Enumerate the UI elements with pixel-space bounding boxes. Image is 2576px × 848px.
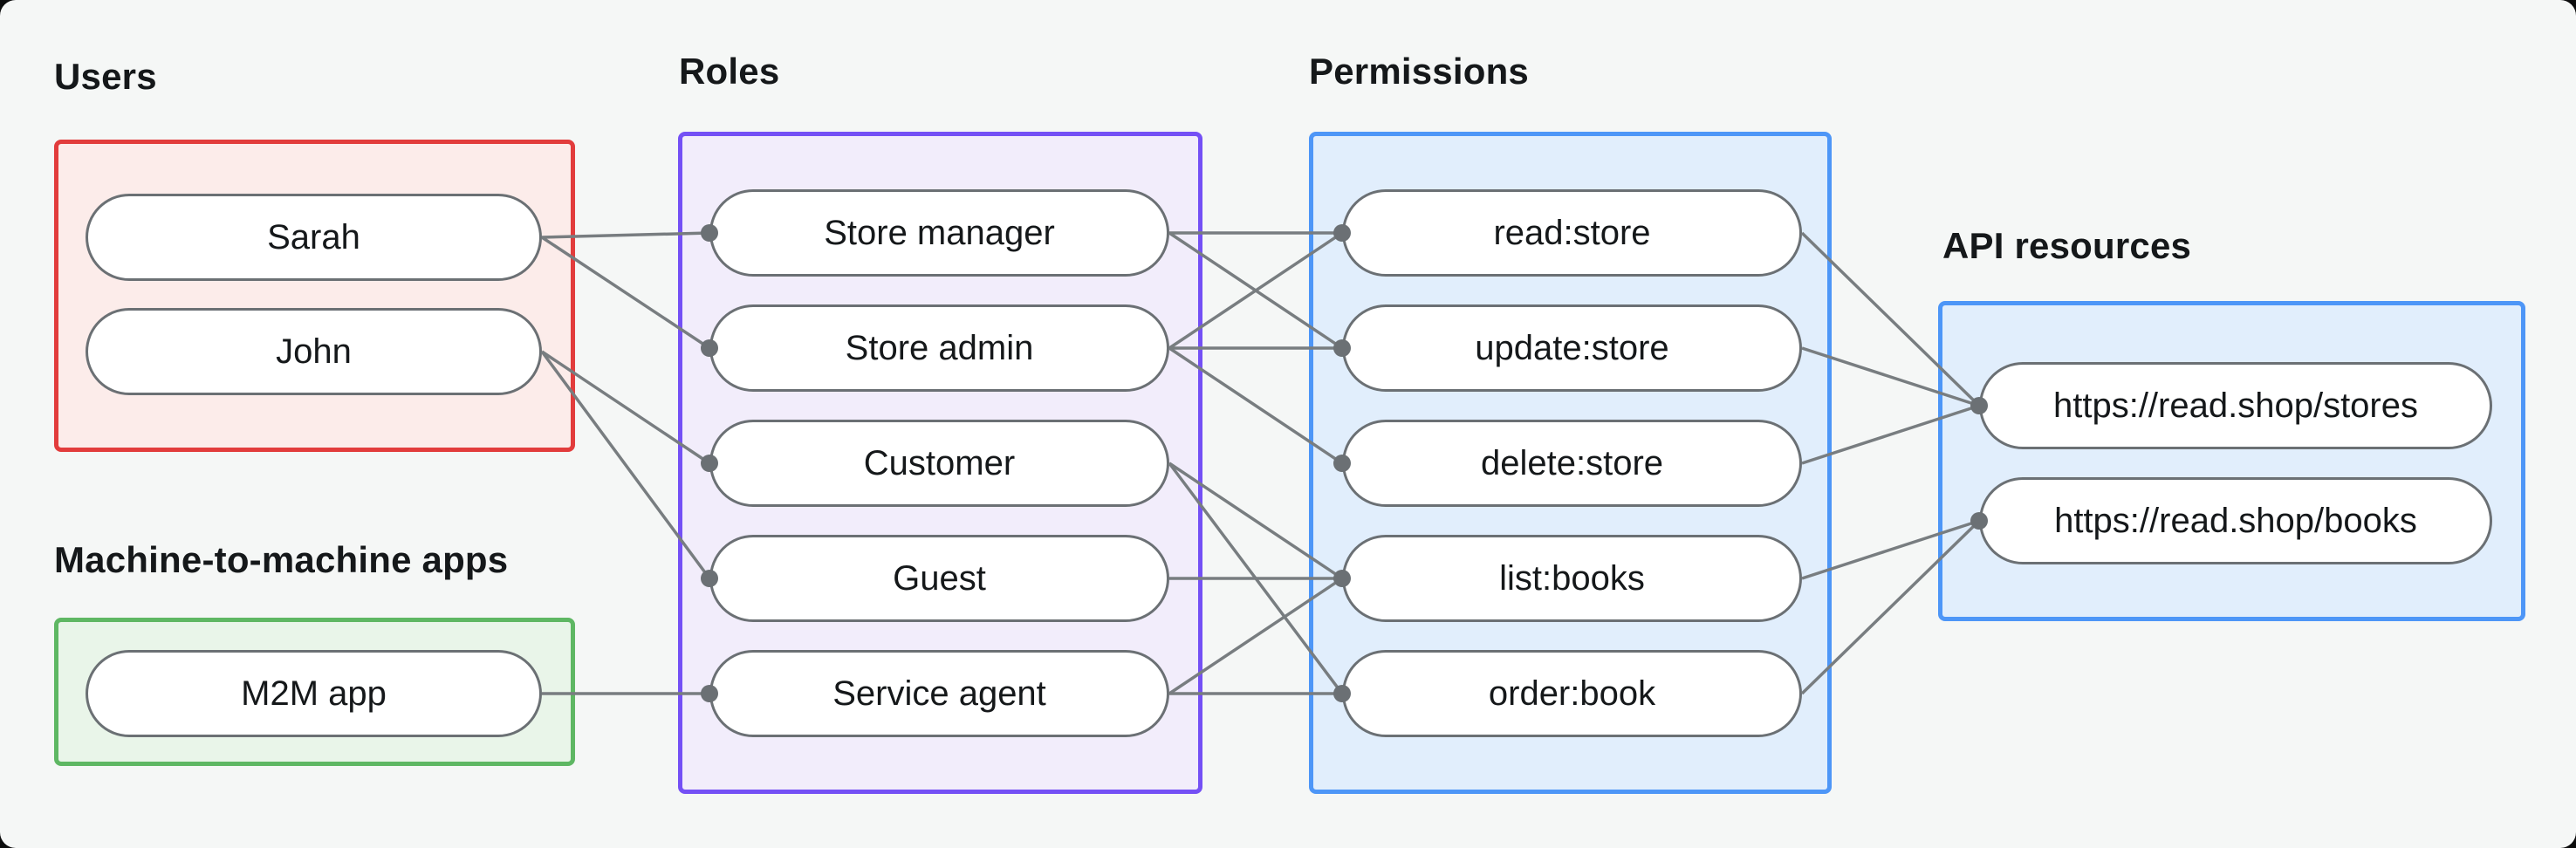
permission-node-read-store: read:store: [1342, 189, 1802, 277]
permission-node-delete-store: delete:store: [1342, 420, 1802, 507]
roles-group-label: Roles: [679, 51, 780, 92]
api-node-read-shop-books: https://read.shop/books: [1979, 477, 2492, 564]
user-node-sarah: Sarah: [86, 194, 542, 281]
user-node-john: John: [86, 308, 542, 395]
permission-node-order-book: order:book: [1342, 650, 1802, 737]
api-resources-group-box: [1938, 301, 2525, 621]
role-node-service-agent: Service agent: [709, 650, 1169, 737]
api-node-read-shop-stores: https://read.shop/stores: [1979, 362, 2492, 449]
m2m-group-label: Machine-to-machine apps: [54, 539, 509, 580]
role-node-store-manager: Store manager: [709, 189, 1169, 277]
permissions-group-label: Permissions: [1309, 51, 1529, 92]
permission-node-update-store: update:store: [1342, 304, 1802, 392]
role-node-customer: Customer: [709, 420, 1169, 507]
users-group-box: [54, 140, 575, 452]
api-resources-group-label: API resources: [1942, 225, 2192, 266]
permission-node-list-books: list:books: [1342, 535, 1802, 622]
role-node-guest: Guest: [709, 535, 1169, 622]
m2m-app-node: M2M app: [86, 650, 542, 737]
users-group-label: Users: [54, 56, 157, 97]
role-node-store-admin: Store admin: [709, 304, 1169, 392]
